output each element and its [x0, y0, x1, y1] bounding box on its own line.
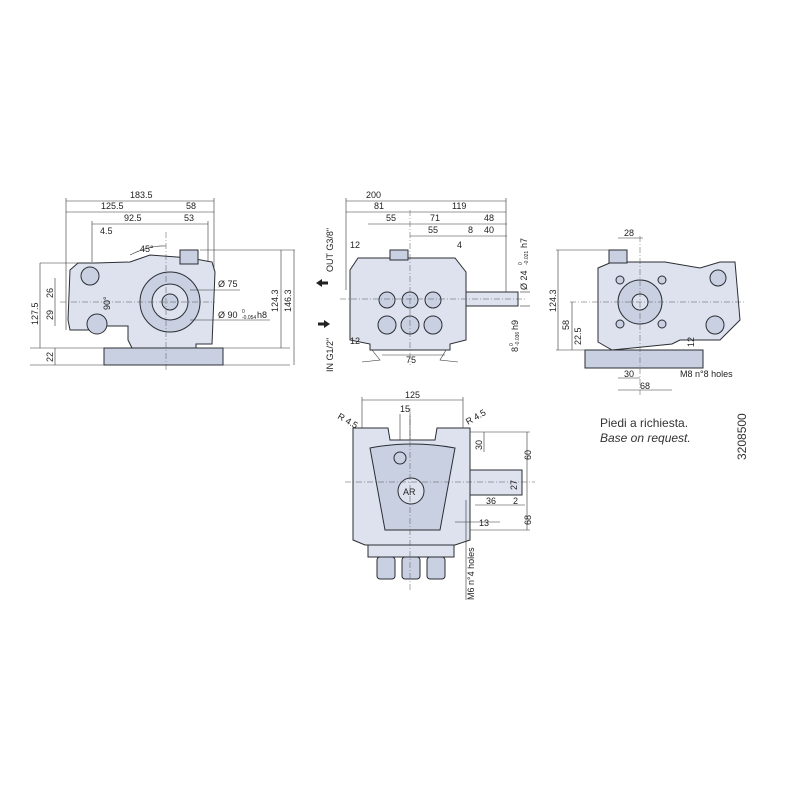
dim-125-5: 125.5 [101, 201, 124, 211]
dim-4: 4 [457, 240, 462, 250]
dim-53: 53 [184, 213, 194, 223]
shaft [469, 469, 523, 496]
dim-key-8: 8 [510, 347, 520, 352]
dim-dia-90: Ø 90 [218, 310, 238, 320]
dim-124-3: 124.3 [270, 289, 280, 312]
logo-text: AR [403, 487, 416, 497]
dim-119: 119 [452, 201, 466, 211]
oil-cap [179, 249, 199, 265]
dim-36: 36 [486, 496, 496, 506]
dim-22: 22 [45, 352, 55, 362]
holes-m8-label: M8 n°8 holes [680, 369, 733, 379]
feet [361, 349, 459, 363]
dim-60: 60 [523, 450, 533, 460]
dim-angle-45: 45° [140, 244, 154, 254]
dim-2: 2 [513, 496, 518, 506]
dim-75: 75 [406, 355, 416, 365]
oil-cap [389, 249, 409, 261]
dim-shaft-dia: Ø 24 [519, 270, 529, 290]
outlet-port [80, 266, 100, 286]
dim-55b: 55 [428, 225, 438, 235]
outlet-label: OUT G3/8" [325, 228, 335, 272]
oil-cap [608, 249, 628, 264]
dim-r-left: R 4.5 [336, 411, 360, 430]
brand-logo [397, 477, 425, 505]
dim-68: 68 [523, 515, 533, 525]
dim-27: 27 [509, 480, 519, 490]
dim-4-5: 4.5 [100, 226, 113, 236]
tol-upper: 0 [509, 343, 515, 346]
rear-view: 28 124.3 58 22.5 12 30 68 M8 n°8 holes [548, 228, 745, 395]
base-plate [103, 347, 224, 366]
dim-8: 8 [468, 225, 473, 235]
base-plate [584, 349, 704, 369]
drawing-code: 3208500 [735, 413, 749, 460]
dim-125: 125 [405, 390, 420, 400]
dim-12: 12 [686, 337, 696, 347]
dim-angle-90: 90° [102, 296, 112, 310]
dim-15: 15 [400, 404, 410, 414]
inlet-label: IN G1/2" [325, 338, 335, 372]
dim-dia-75: Ø 75 [218, 279, 238, 289]
tol-upper: 0 [518, 262, 524, 265]
side-view: 200 81 119 55 71 48 55 8 40 12 4 12 75 O… [316, 190, 530, 372]
dim-183-5: 183.5 [130, 190, 153, 200]
fit-h7: h7 [519, 238, 529, 248]
inlet-arrow-icon [318, 320, 330, 328]
dim-r-right: R 4.5 [464, 407, 488, 426]
dim-48: 48 [484, 213, 494, 223]
front-view: 183.5 125.5 58 92.5 53 4.5 45° 90° 127.5… [30, 190, 295, 370]
top-view: AR 125 15 R 4.5 R 4.5 30 60 27 36 2 68 1… [336, 390, 535, 600]
dim-22-5: 22.5 [573, 327, 583, 345]
dim-92-5: 92.5 [124, 213, 142, 223]
dim-58: 58 [561, 320, 571, 330]
dim-71: 71 [430, 213, 440, 223]
dim-68: 68 [640, 381, 650, 391]
dim-30: 30 [624, 369, 634, 379]
note-english: Base on request. [600, 431, 691, 445]
dim-124-3: 124.3 [548, 289, 558, 312]
dim-200: 200 [366, 190, 381, 200]
tol-lower: -0.054 [242, 315, 256, 321]
fit-h9: h9 [510, 320, 520, 330]
tol-upper: 0 [242, 309, 245, 315]
fit-h8: h8 [257, 310, 267, 320]
dim-28: 28 [624, 228, 634, 238]
dim-55a: 55 [386, 213, 396, 223]
dim-13: 13 [479, 518, 489, 528]
dim-58: 58 [186, 201, 196, 211]
tol-lower: -0.021 [524, 251, 530, 265]
dim-146-3: 146.3 [283, 289, 293, 312]
inlet-port [86, 313, 108, 335]
tol-lower: -0.036 [515, 332, 521, 346]
dim-26: 26 [45, 288, 55, 298]
outlet-arrow-icon [316, 279, 328, 287]
dim-29: 29 [45, 310, 55, 320]
dim-81: 81 [374, 201, 384, 211]
dim-30: 30 [474, 440, 484, 450]
dim-12a: 12 [350, 240, 360, 250]
holes-m6-label: M6 n°4 holes [466, 547, 476, 600]
dim-40: 40 [484, 225, 494, 235]
dim-127-5: 127.5 [30, 302, 40, 325]
dim-12b: 12 [350, 336, 360, 346]
note-italian: Piedi a richiesta. [600, 416, 688, 430]
